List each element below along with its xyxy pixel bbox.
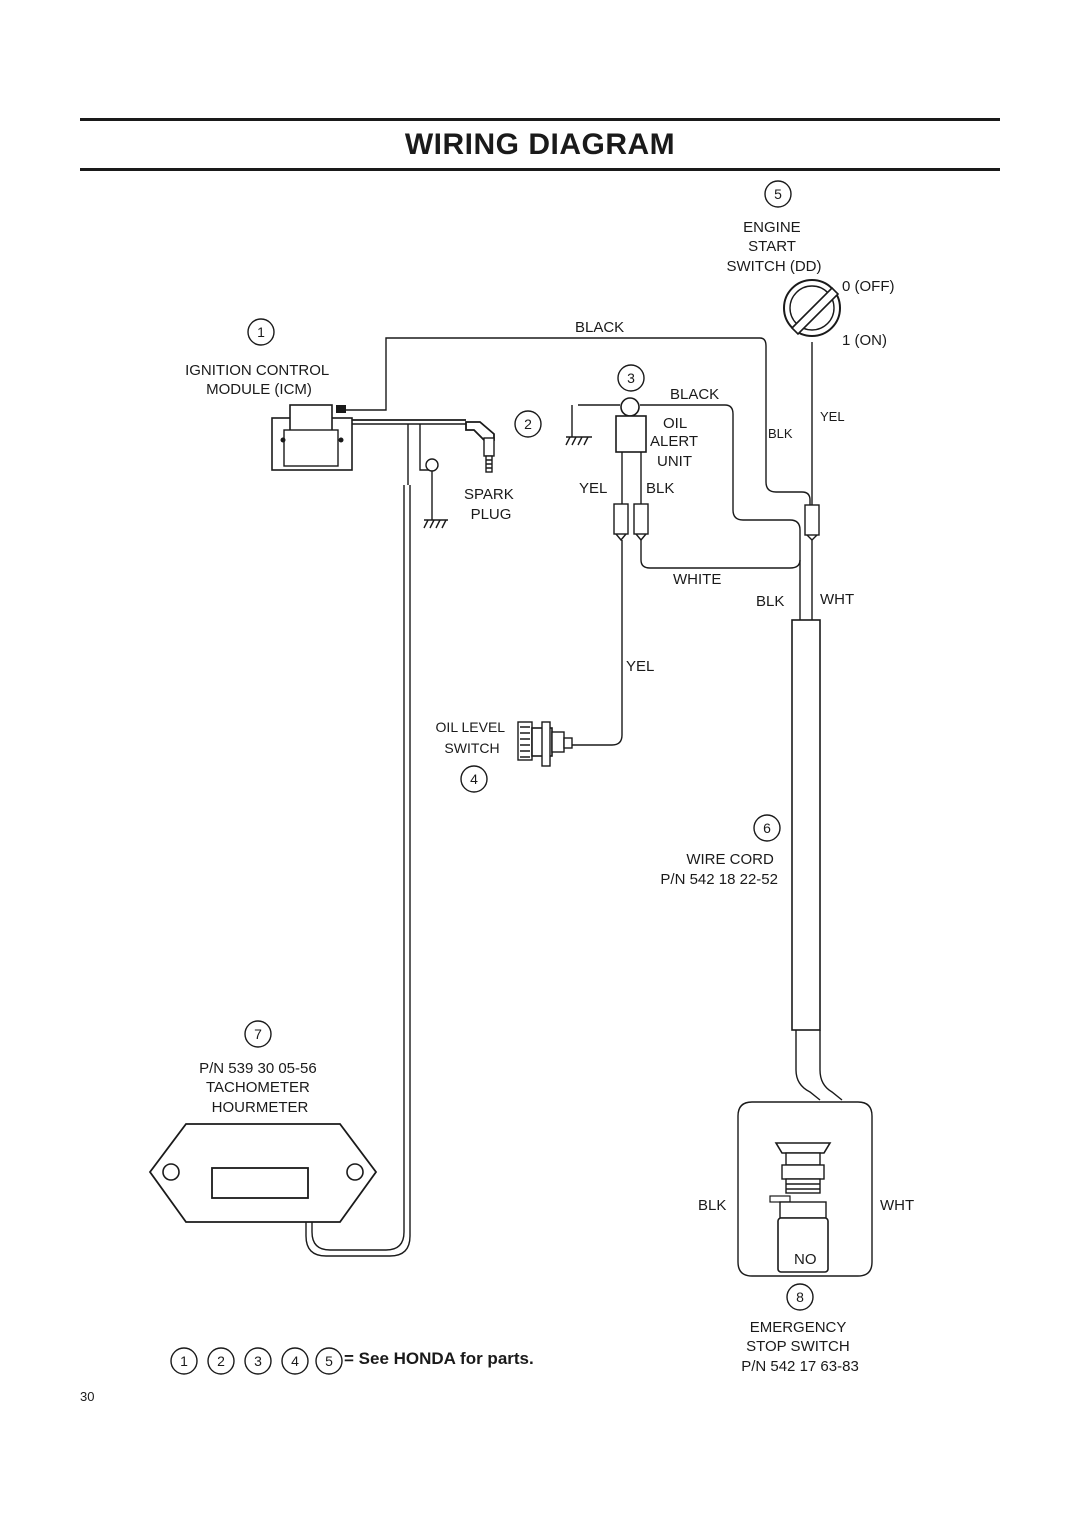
honda-parts-note: = See HONDA for parts. — [344, 1349, 534, 1368]
oil-alert-black-2 — [640, 404, 801, 560]
label-emergency-stop-switch: EMERGENCY STOP SWITCH P/N 542 17 63-83 — [741, 1319, 859, 1375]
svg-text:4: 4 — [291, 1353, 299, 1369]
footnote-callouts: 1 2 3 4 5 — [170, 1347, 343, 1375]
label-engine-start-switch: ENGINE START SWITCH (DD) — [727, 219, 822, 275]
svg-text:7: 7 — [254, 1026, 262, 1042]
title-rule-top — [80, 118, 1000, 121]
engine-start-switch-icon — [783, 279, 841, 337]
svg-text:1: 1 — [180, 1353, 188, 1369]
ground-icon — [423, 458, 448, 529]
wire-label-black-oil: BLACK — [670, 386, 719, 403]
svg-text:6: 6 — [763, 820, 771, 836]
white-wire — [640, 540, 801, 569]
wire-label-wht-stop: WHT — [880, 1197, 914, 1214]
wire-label-blk-oil: BLK — [646, 480, 674, 497]
yel-wire-level — [572, 540, 623, 746]
svg-text:8: 8 — [796, 1289, 804, 1305]
label-switch-on: 1 (ON) — [842, 332, 887, 349]
callout-8: 8 — [786, 1283, 814, 1311]
title-rule-bottom — [80, 168, 1000, 171]
label-oil-level-switch: OIL LEVEL SWITCH — [436, 719, 509, 756]
emergency-stop-switch-icon — [737, 1101, 873, 1277]
spark-plug-icon — [465, 421, 495, 473]
callout-6: 6 — [753, 814, 781, 842]
tach-wire — [311, 485, 405, 1251]
label-tachometer: P/N 539 30 05-56 TACHOMETER HOURMETER — [199, 1060, 321, 1116]
callout-5: 5 — [764, 180, 792, 208]
wire-cord-icon — [791, 619, 821, 1031]
wire-label-blk-switch: BLK — [768, 426, 793, 441]
wire-label-white: WHITE — [673, 571, 721, 588]
ground-icon — [565, 405, 592, 446]
callout-1: 1 — [247, 318, 275, 346]
tachometer-hourmeter-icon — [148, 1123, 378, 1223]
tach-wire-2 — [305, 485, 411, 1257]
wire-label-yel-switch: YEL — [820, 409, 845, 424]
page-number: 30 — [80, 1389, 95, 1404]
oil-alert-unit-icon — [613, 397, 649, 542]
oil-level-switch-icon — [517, 721, 573, 767]
svg-text:3: 3 — [627, 370, 635, 386]
page-title: WIRING DIAGRAM — [404, 128, 676, 161]
wire-label-wht-cord: WHT — [820, 591, 854, 608]
wire-label-blk-cord: BLK — [756, 593, 784, 610]
label-oil-alert-unit: OIL ALERT UNIT — [650, 415, 702, 470]
wire-label-blk-stop: BLK — [698, 1197, 726, 1214]
svg-text:3: 3 — [254, 1353, 262, 1369]
callout-7: 7 — [244, 1020, 272, 1048]
svg-text:5: 5 — [325, 1353, 333, 1369]
black-wire-main — [346, 337, 811, 505]
svg-text:2: 2 — [524, 416, 532, 432]
callout-4: 4 — [460, 765, 488, 793]
label-ignition-control-module: IGNITION CONTROL MODULE (ICM) — [185, 362, 333, 398]
svg-text:1: 1 — [257, 324, 265, 340]
label-spark-plug: SPARK PLUG — [464, 486, 518, 523]
label-no: NO — [794, 1251, 817, 1268]
connector-icon — [804, 504, 820, 541]
label-wire-cord: WIRE CORD P/N 542 18 22-52 — [660, 851, 778, 888]
callout-3: 3 — [617, 364, 645, 392]
svg-text:2: 2 — [217, 1353, 225, 1369]
svg-text:4: 4 — [470, 771, 478, 787]
wire-label-black-top: BLACK — [575, 319, 624, 336]
wire-label-yel-oil: YEL — [579, 480, 607, 497]
wires — [305, 337, 843, 1257]
ignition-control-module-icon — [271, 404, 353, 471]
label-switch-off: 0 (OFF) — [842, 278, 895, 295]
svg-text:5: 5 — [774, 186, 782, 202]
wire-label-yel-level: YEL — [626, 658, 654, 675]
cord-to-stop-2 — [819, 1030, 843, 1101]
cord-to-stop — [795, 1030, 821, 1101]
callout-2: 2 — [514, 410, 542, 438]
